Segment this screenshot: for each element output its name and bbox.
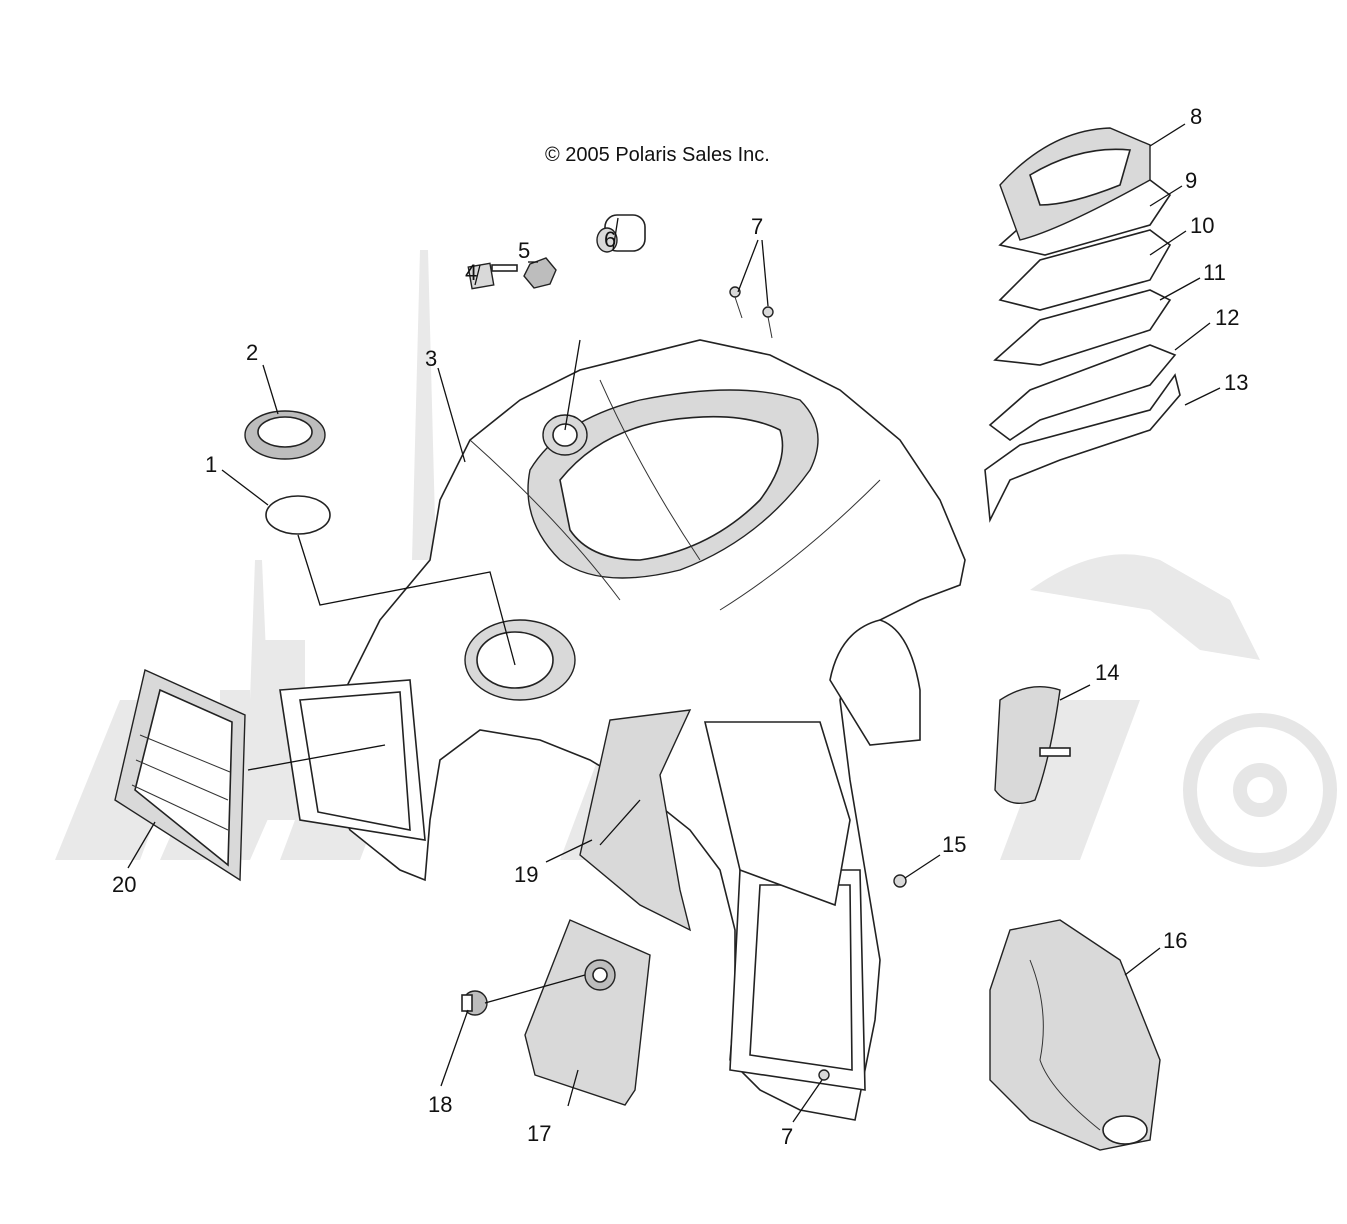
callout-11: 11 xyxy=(1203,260,1226,285)
vent-grille-part xyxy=(114,669,246,882)
gauge-bezel-stack xyxy=(984,127,1181,523)
callout-18: 18 xyxy=(428,1092,452,1117)
callout-1: 1 xyxy=(205,452,217,477)
handle-part xyxy=(994,685,1071,804)
callout-15: 15 xyxy=(942,832,966,857)
screw-part xyxy=(818,1069,830,1081)
fastener-part xyxy=(461,990,488,1016)
callout-13: 13 xyxy=(1224,370,1248,395)
access-cover-part xyxy=(524,919,651,1106)
callout-2: 2 xyxy=(246,340,258,365)
screw-part xyxy=(729,286,774,339)
callout-16: 16 xyxy=(1163,928,1187,953)
nut-part xyxy=(523,257,557,289)
storage-box-part xyxy=(989,919,1161,1151)
lower-panel-part xyxy=(579,709,692,932)
copyright-notice: © 2005 Polaris Sales Inc. xyxy=(545,144,770,166)
gas-cap-ring-part xyxy=(244,410,326,460)
callout-17: 17 xyxy=(527,1121,551,1146)
ignition-lock-part xyxy=(596,214,646,253)
callout-20: 20 xyxy=(112,872,136,897)
callout-8: 8 xyxy=(1190,104,1202,129)
callout-10: 10 xyxy=(1190,213,1214,238)
screw-part xyxy=(893,874,907,888)
callout-3: 3 xyxy=(425,346,437,371)
callout-7-top: 7 xyxy=(751,214,763,239)
callout-19: 19 xyxy=(514,862,538,887)
callout-labels: 1 2 3 4 5 6 7 8 9 10 11 12 13 14 15 16 1… xyxy=(112,104,1248,1149)
callout-9: 9 xyxy=(1185,168,1197,193)
callout-7-bottom: 7 xyxy=(781,1124,793,1149)
o-ring-part xyxy=(265,495,331,535)
callout-12: 12 xyxy=(1215,305,1239,330)
callout-4: 4 xyxy=(465,260,477,285)
callout-5: 5 xyxy=(518,238,530,263)
callout-14: 14 xyxy=(1095,660,1119,685)
leader-lines xyxy=(127,123,1221,1123)
callout-6: 6 xyxy=(604,227,616,252)
key-part xyxy=(467,262,518,290)
